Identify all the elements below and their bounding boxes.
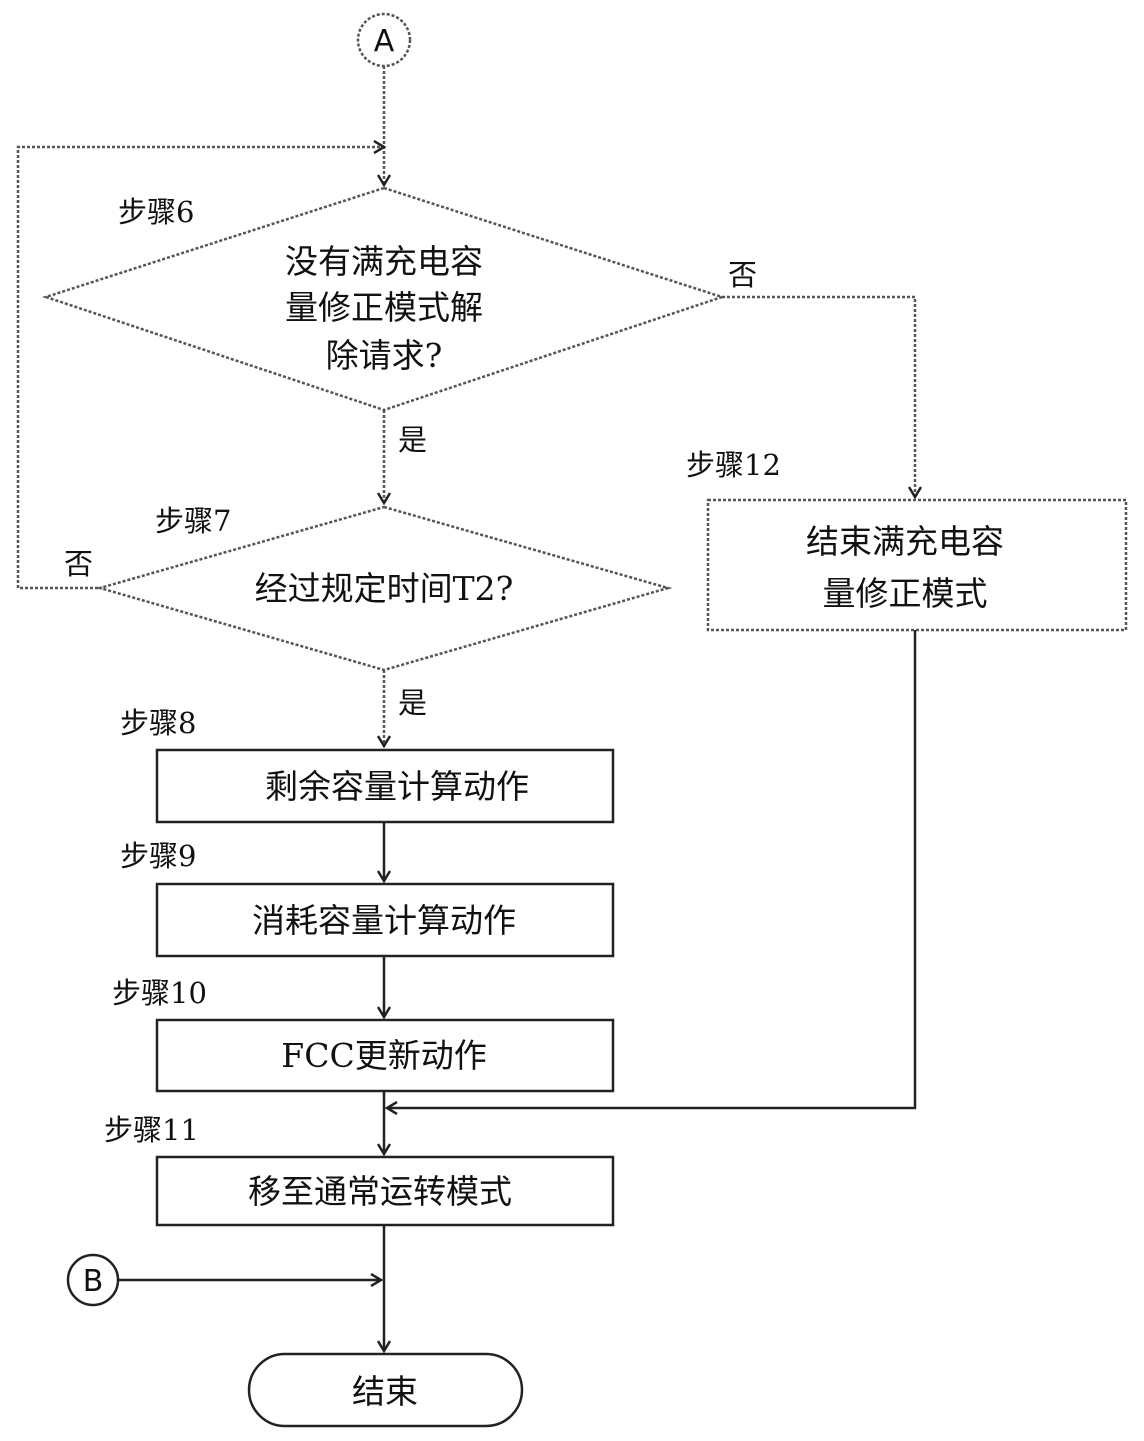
- decision-step7: 步骤7 经过规定时间T2? 是 否: [64, 504, 673, 720]
- step6-no-label: 否: [728, 258, 757, 292]
- loop-step7-no-back: [16, 147, 384, 590]
- svg-text:A: A: [374, 24, 395, 59]
- step12-label: 步骤12: [686, 448, 781, 482]
- step8-text: 剩余容量计算动作: [265, 767, 529, 806]
- step9-text: 消耗容量计算动作: [252, 901, 516, 940]
- process-step11: 步骤11 移至通常运转模式: [104, 1113, 615, 1227]
- step7-no-label: 否: [64, 547, 93, 581]
- flow-step6-no: [722, 295, 915, 497]
- step6-line2: 量修正模式解: [285, 288, 483, 327]
- process-step8: 步骤8 剩余容量计算动作: [120, 706, 615, 824]
- terminal-end: 结束: [247, 1352, 524, 1428]
- step11-text: 移至通常运转模式: [248, 1172, 512, 1211]
- step7-yes-label: 是: [398, 686, 427, 720]
- step6-line1: 没有满充电容: [285, 242, 483, 281]
- step6-line3: 除请求?: [326, 336, 443, 375]
- process-step9: 步骤9 消耗容量计算动作: [120, 839, 615, 958]
- step12-line2: 量修正模式: [823, 574, 988, 613]
- step7-text: 经过规定时间T2?: [255, 569, 514, 608]
- decision-step6: 步骤6 没有满充电容 量修正模式解 除请求? 是 否: [41, 186, 757, 457]
- step6-yes-label: 是: [398, 423, 427, 457]
- process-step10: 步骤10 FCC更新动作: [112, 976, 615, 1093]
- process-step12: 步骤12 结束满充电容 量修正模式: [686, 448, 1128, 632]
- connector-b: B: [66, 1253, 120, 1307]
- step8-label: 步骤8: [120, 706, 196, 740]
- step10-text: FCC更新动作: [281, 1036, 486, 1075]
- end-text: 结束: [352, 1372, 418, 1411]
- step9-label: 步骤9: [120, 839, 196, 873]
- flow-step12-merge: [387, 630, 917, 1108]
- svg-text:B: B: [83, 1264, 104, 1299]
- step10-label: 步骤10: [112, 976, 207, 1010]
- step6-label: 步骤6: [118, 195, 194, 229]
- connector-a: A: [356, 12, 412, 68]
- step7-label: 步骤7: [155, 504, 231, 538]
- step11-label: 步骤11: [104, 1113, 199, 1147]
- step12-line1: 结束满充电容: [806, 522, 1004, 561]
